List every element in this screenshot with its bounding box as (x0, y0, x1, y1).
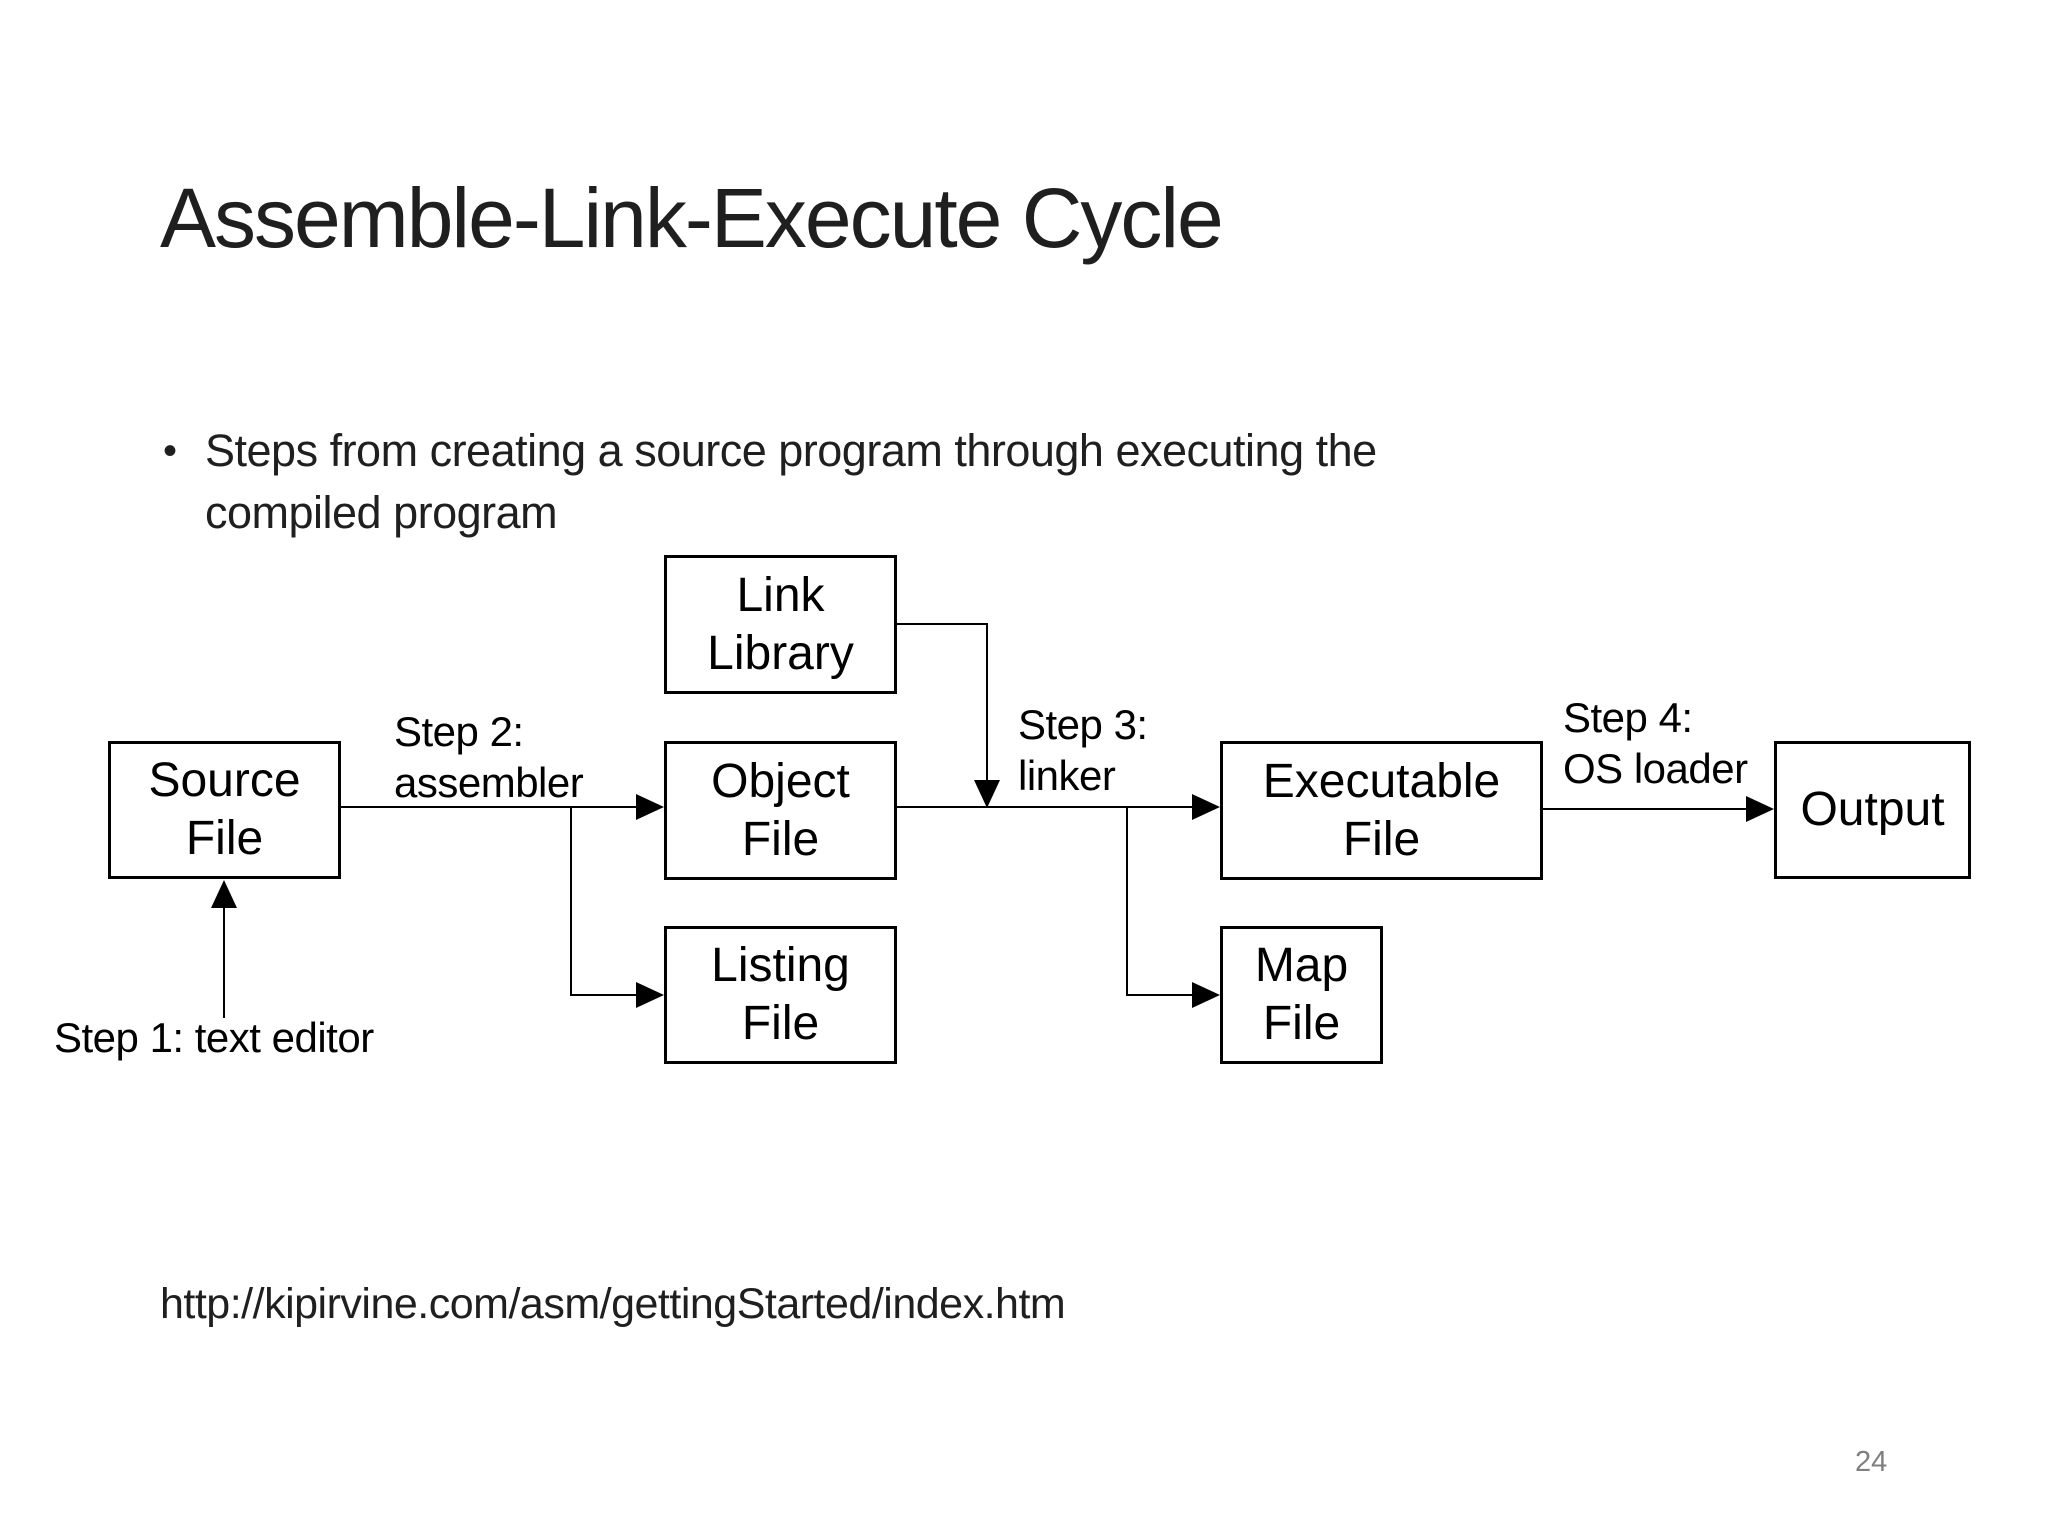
link-library-elbow-vertical-line (986, 623, 988, 780)
listing-file-label-line1: Listing (711, 939, 850, 992)
page-number: 24 (1855, 1446, 1888, 1478)
object-file-label-line2: File (741, 812, 820, 866)
map-branch-horizontal-line (1126, 994, 1194, 996)
link-library-elbow-horizontal-line (897, 623, 988, 625)
object-file-box: Object File (664, 741, 897, 880)
link-library-box: Link Library (664, 555, 897, 694)
step4-label-line2: OS loader (1563, 745, 1748, 792)
executable-output-arrowhead-icon (1746, 796, 1774, 822)
output-label: Output (1800, 783, 1945, 836)
step2-label-line1: Step 2: (394, 708, 524, 755)
bullet-marker: • (163, 429, 178, 473)
listing-file-label-line2: File (741, 997, 820, 1050)
step1-label: Step 1: text editor (54, 1014, 374, 1061)
step3-label: Step 3: linker (1018, 699, 1148, 801)
bullet-text-line1: Steps from creating a source program thr… (205, 425, 1377, 476)
source-object-arrow-line (341, 806, 638, 808)
listing-branch-horizontal-line (570, 994, 638, 996)
step4-label-line1: Step 4: (1563, 694, 1693, 741)
slide-title: Assemble-Link-Execute Cycle (160, 171, 1224, 265)
step2-label: Step 2: assembler (394, 706, 584, 808)
object-executable-arrowhead-icon (1192, 794, 1220, 820)
listing-file-box: Listing File (664, 926, 897, 1064)
executable-file-box: Executable File (1220, 741, 1543, 880)
map-file-label-line1: Map (1254, 939, 1349, 992)
map-arrowhead-icon (1192, 982, 1220, 1008)
step1-arrowhead-icon (211, 880, 237, 908)
step1-arrow-line (223, 906, 225, 1018)
executable-output-arrow-line (1543, 808, 1746, 810)
source-object-arrowhead-icon (636, 794, 664, 820)
listing-arrowhead-icon (636, 982, 664, 1008)
object-executable-arrow-line (897, 806, 1194, 808)
bullet-item: • Steps from creating a source program t… (163, 420, 1377, 544)
step2-label-line2: assembler (394, 759, 584, 806)
step3-label-line2: linker (1018, 752, 1116, 799)
bullet-text: Steps from creating a source program thr… (205, 420, 1377, 544)
object-file-label-line1: Object (711, 754, 850, 808)
map-file-box: Map File (1220, 926, 1383, 1064)
output-box: Output (1774, 741, 1971, 879)
source-file-label-line1: Source (148, 754, 301, 807)
link-library-arrowhead-icon (974, 780, 1000, 808)
executable-file-label-line1: Executable (1262, 754, 1501, 808)
link-library-label-line1: Link (736, 568, 825, 622)
source-file-label-line2: File (185, 812, 264, 865)
step3-label-line1: Step 3: (1018, 701, 1148, 748)
link-library-label-line2: Library (707, 626, 854, 680)
executable-file-label-line2: File (1342, 812, 1421, 866)
listing-branch-vertical-line (570, 806, 572, 996)
source-file-box: Source File (108, 741, 341, 879)
map-branch-vertical-line (1126, 806, 1128, 996)
map-file-label-line2: File (1262, 997, 1341, 1050)
step4-label: Step 4: OS loader (1563, 692, 1748, 794)
footer-url: http://kipirvine.com/asm/gettingStarted/… (160, 1280, 1066, 1328)
bullet-text-line2: compiled program (205, 487, 558, 538)
